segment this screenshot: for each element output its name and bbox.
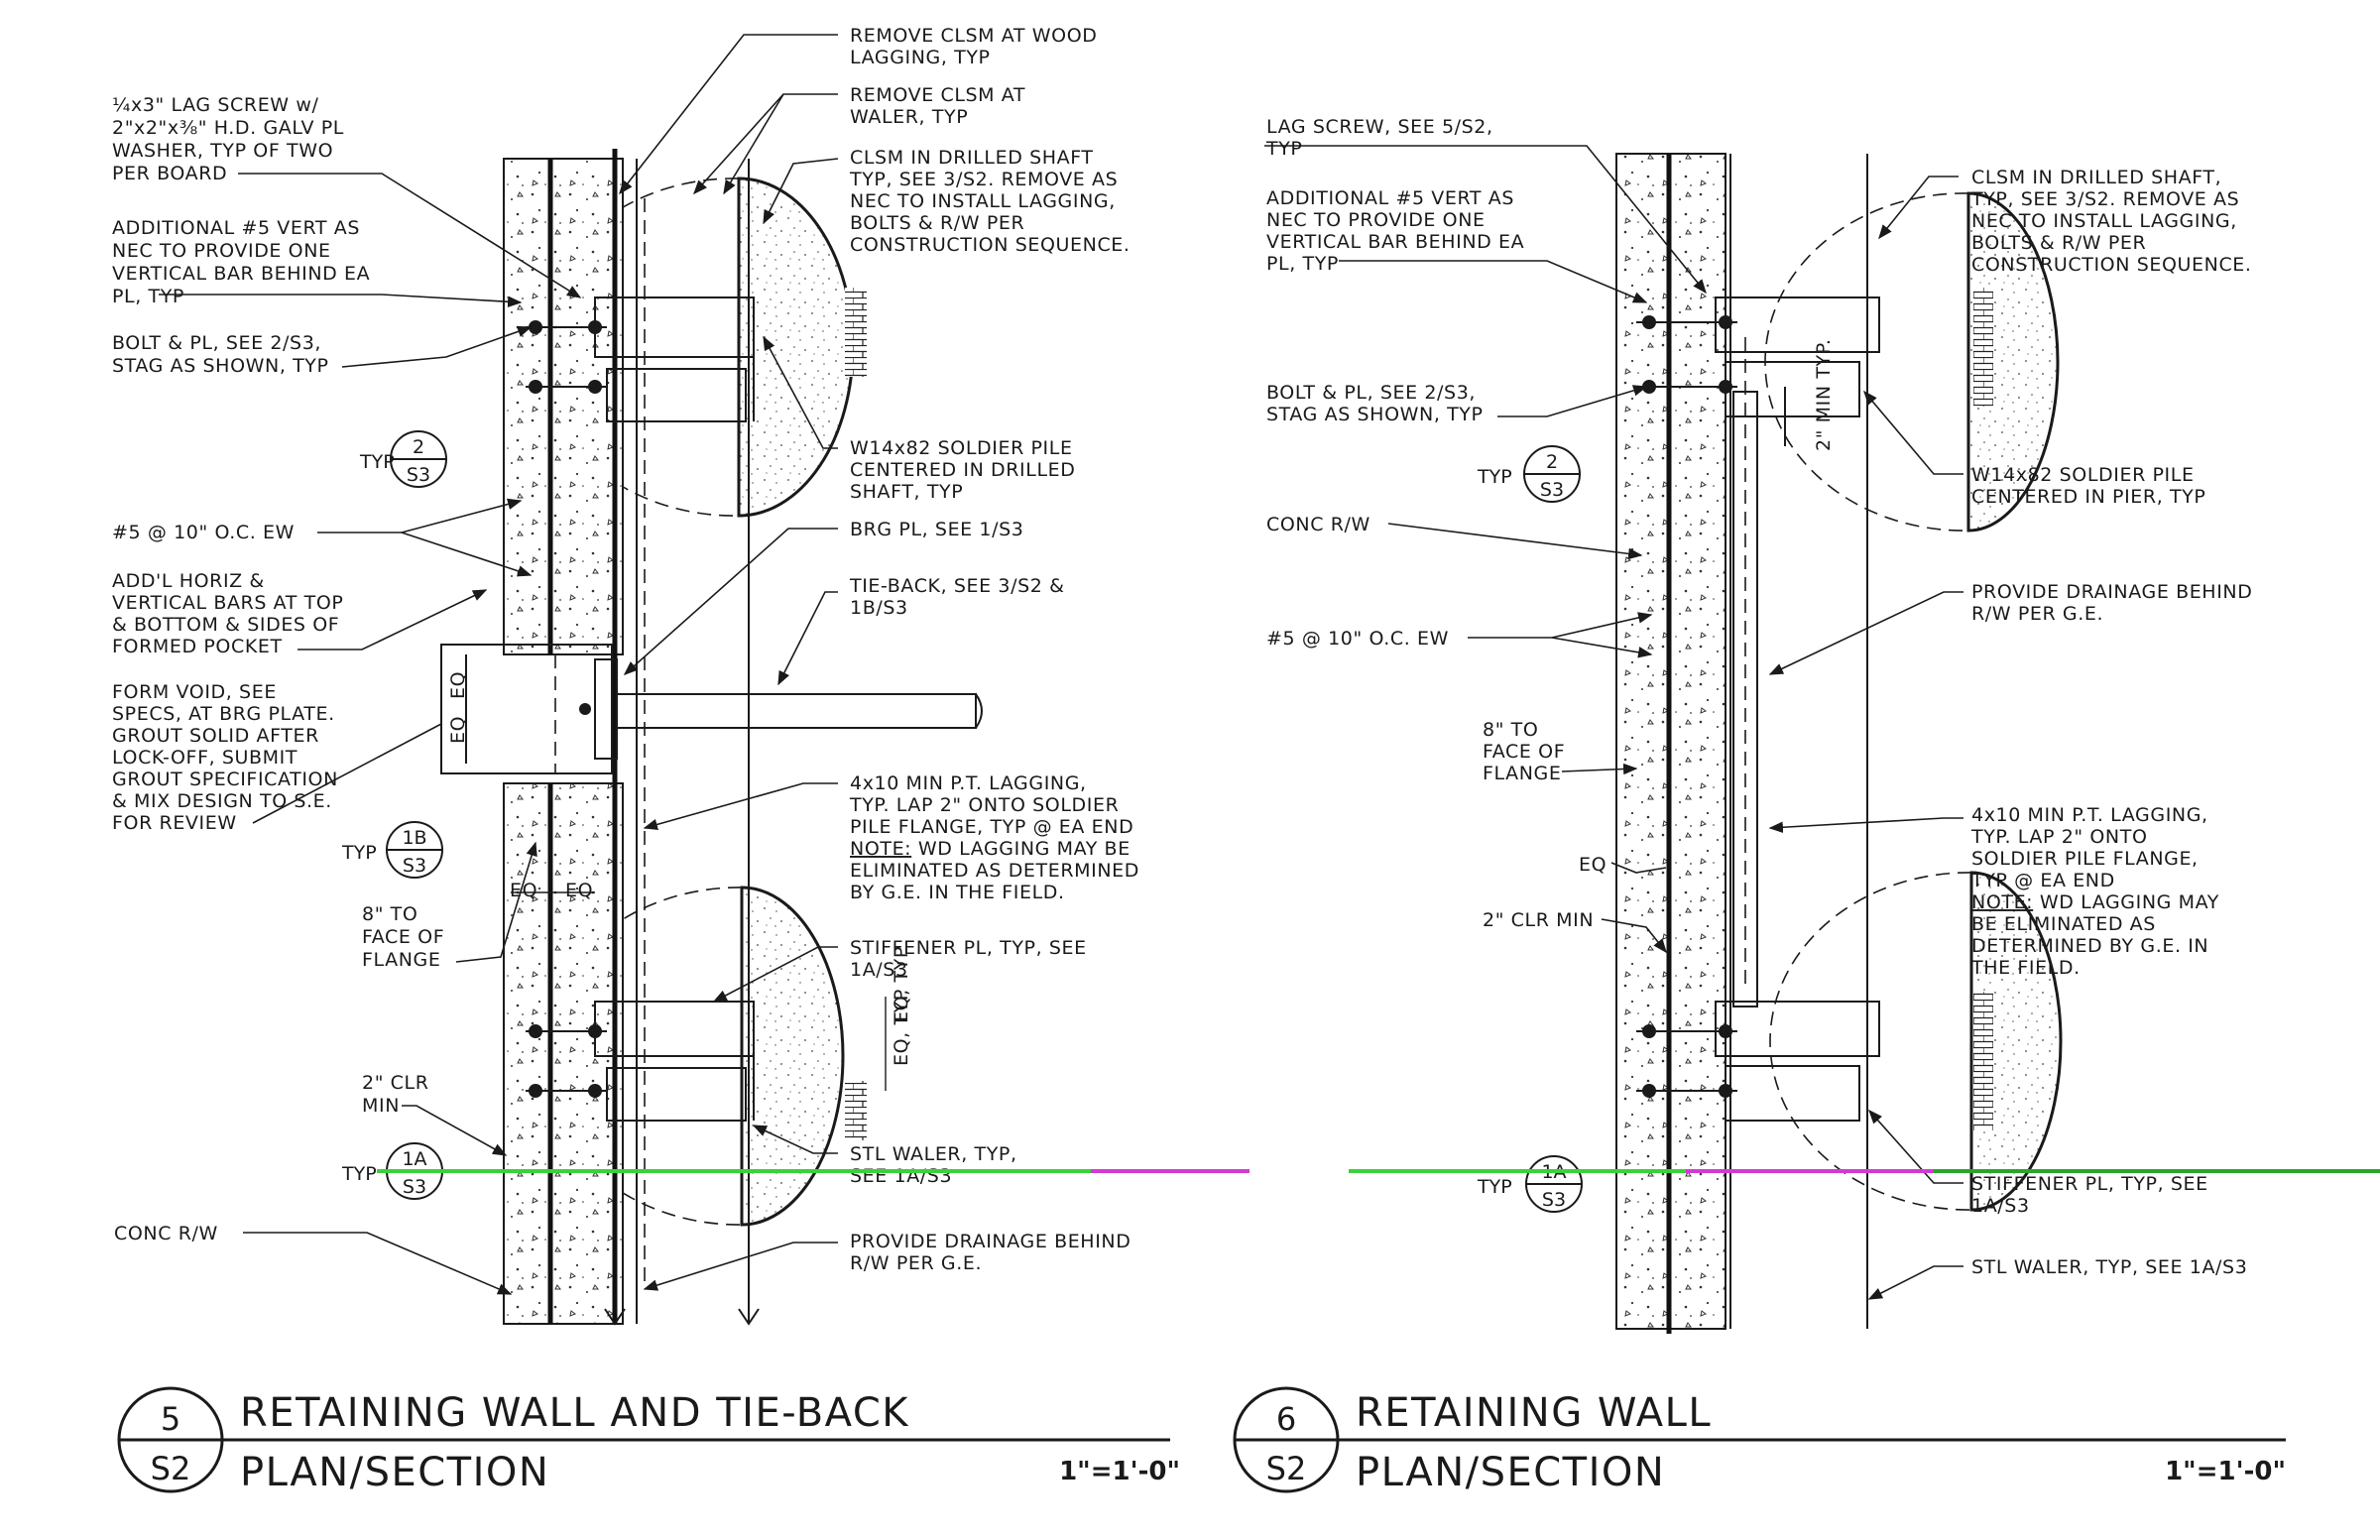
note-rebar: #5 @ 10" O.C. EW	[112, 522, 295, 543]
svg-text:TYP: TYP	[341, 1163, 377, 1185]
dim-eq-4: EQ	[565, 880, 593, 901]
svg-text:S3: S3	[403, 1176, 426, 1198]
dim-eq-typ-1: EQ, TYP	[891, 946, 912, 1023]
concrete-wall-lower	[503, 782, 624, 1325]
note-conc-rw: CONC R/W	[114, 1223, 218, 1244]
detail-5-graphics	[440, 149, 983, 1326]
dim-eq-3: EQ	[510, 880, 537, 901]
note6-clr-min: 2" CLR MIN	[1483, 909, 1594, 931]
detail-5-subtitle: PLAN/SECTION	[240, 1450, 549, 1495]
detail-6-graphics	[1615, 153, 2063, 1334]
detail-6-title: RETAINING WALL	[1356, 1390, 1712, 1436]
dim-eq-1: EQ	[447, 671, 469, 699]
svg-text:TYP: TYP	[1477, 1176, 1512, 1198]
note-bolt-pl: BOLT & PL, SEE 2/S3,STAG AS SHOWN, TYP	[112, 332, 329, 377]
concrete-wall-upper	[503, 158, 624, 655]
svg-text:TYP: TYP	[341, 842, 377, 864]
detail-5-dims: EQ EQ EQ EQ EQ, TYP EQ, TYP	[447, 671, 912, 1066]
svg-text:S3: S3	[403, 855, 426, 877]
note6-eq: EQ	[1579, 854, 1606, 876]
leader-lines	[159, 34, 1964, 1300]
detail-5-title: RETAINING WALL AND TIE-BACK	[240, 1390, 909, 1436]
svg-text:1B: 1B	[402, 827, 426, 849]
detail-sheet-5: S2	[151, 1450, 191, 1487]
svg-text:S3: S3	[407, 464, 430, 486]
note-lagging-note: NOTE: WD LAGGING MAY BE	[850, 838, 1130, 860]
clsm-shaft-lower-6	[1969, 871, 2063, 1212]
note6-lag-screw: LAG SCREW, SEE 5/S2,TYP	[1265, 116, 1493, 160]
svg-text:1A: 1A	[402, 1148, 426, 1170]
detail-6-dims: 2" MIN TYP.	[1813, 339, 1835, 451]
svg-text:2: 2	[1546, 451, 1558, 473]
note6-clsm: CLSM IN DRILLED SHAFT,TYP, SEE 3/S2. REM…	[1970, 167, 2252, 276]
detail-5-ref-2-s3: TYP 2 S3	[359, 430, 447, 488]
detail-6-notes-left: LAG SCREW, SEE 5/S2,TYP ADDITIONAL #5 VE…	[1265, 116, 1606, 931]
detail-6-ref-2-s3: TYP 2 S3	[1477, 445, 1581, 503]
note6-bolt-pl: BOLT & PL, SEE 2/S3,STAG AS SHOWN, TYP	[1266, 382, 1484, 425]
dim-eq-typ-2: EQ, TYP	[891, 989, 912, 1066]
title-block-5: 5 S2 RETAINING WALL AND TIE-BACK PLAN/SE…	[117, 1386, 1180, 1495]
note-lagging: 4x10 MIN P.T. LAGGING,TYP. LAP 2" ONTO S…	[849, 772, 1133, 838]
note-addl-bars: ADD'L HORIZ &VERTICAL BARS AT TOP& BOTTO…	[112, 570, 343, 657]
svg-text:S3: S3	[1542, 1189, 1566, 1211]
svg-text:TYP: TYP	[1477, 466, 1512, 488]
detail-sheet-6: S2	[1266, 1450, 1307, 1487]
clsm-shaft-upper	[737, 177, 855, 518]
title-block-6: 6 S2 RETAINING WALL PLAN/SECTION 1"=1'-0…	[1233, 1386, 2286, 1495]
svg-text:2: 2	[413, 436, 424, 458]
note6-lagging-note: NOTE: WD LAGGING MAY	[1971, 891, 2219, 913]
dim-eq-2: EQ	[447, 716, 469, 744]
note6-rebar: #5 @ 10" O.C. EW	[1266, 628, 1449, 650]
detail-6-notes-right: CLSM IN DRILLED SHAFT,TYP, SEE 3/S2. REM…	[1970, 167, 2252, 1278]
note6-conc-rw: CONC R/W	[1266, 514, 1370, 535]
detail-6-ref-1a-s3: TYP 1A S3	[1477, 1155, 1583, 1213]
svg-text:S3: S3	[1540, 479, 1564, 501]
note-tie-back: TIE-BACK, SEE 3/S2 &1B/S3	[849, 575, 1065, 619]
note-stl-waler: STL WALER, TYP,SEE 1A/S3	[850, 1143, 1017, 1187]
clsm-shaft-lower	[740, 886, 845, 1227]
clsm-shaft-upper-6	[1966, 191, 2060, 533]
note6-stl-waler: STL WALER, TYP, SEE 1A/S3	[1971, 1256, 2247, 1278]
detail-number-6: 6	[1276, 1400, 1296, 1438]
detail-6-scale: 1"=1'-0"	[2165, 1457, 2286, 1486]
dim6-min-typ: 2" MIN TYP.	[1813, 339, 1835, 451]
detail-6-subtitle: PLAN/SECTION	[1356, 1450, 1665, 1495]
detail-5-ref-1b-s3: TYP 1B S3	[341, 821, 443, 879]
detail-5-ref-1a-s3: TYP 1A S3	[341, 1142, 443, 1200]
detail-5-scale: 1"=1'-0"	[1059, 1457, 1180, 1486]
note-brg-pl: BRG PL, SEE 1/S3	[850, 519, 1023, 540]
detail-number-5: 5	[161, 1400, 180, 1438]
svg-text:TYP: TYP	[359, 451, 395, 473]
